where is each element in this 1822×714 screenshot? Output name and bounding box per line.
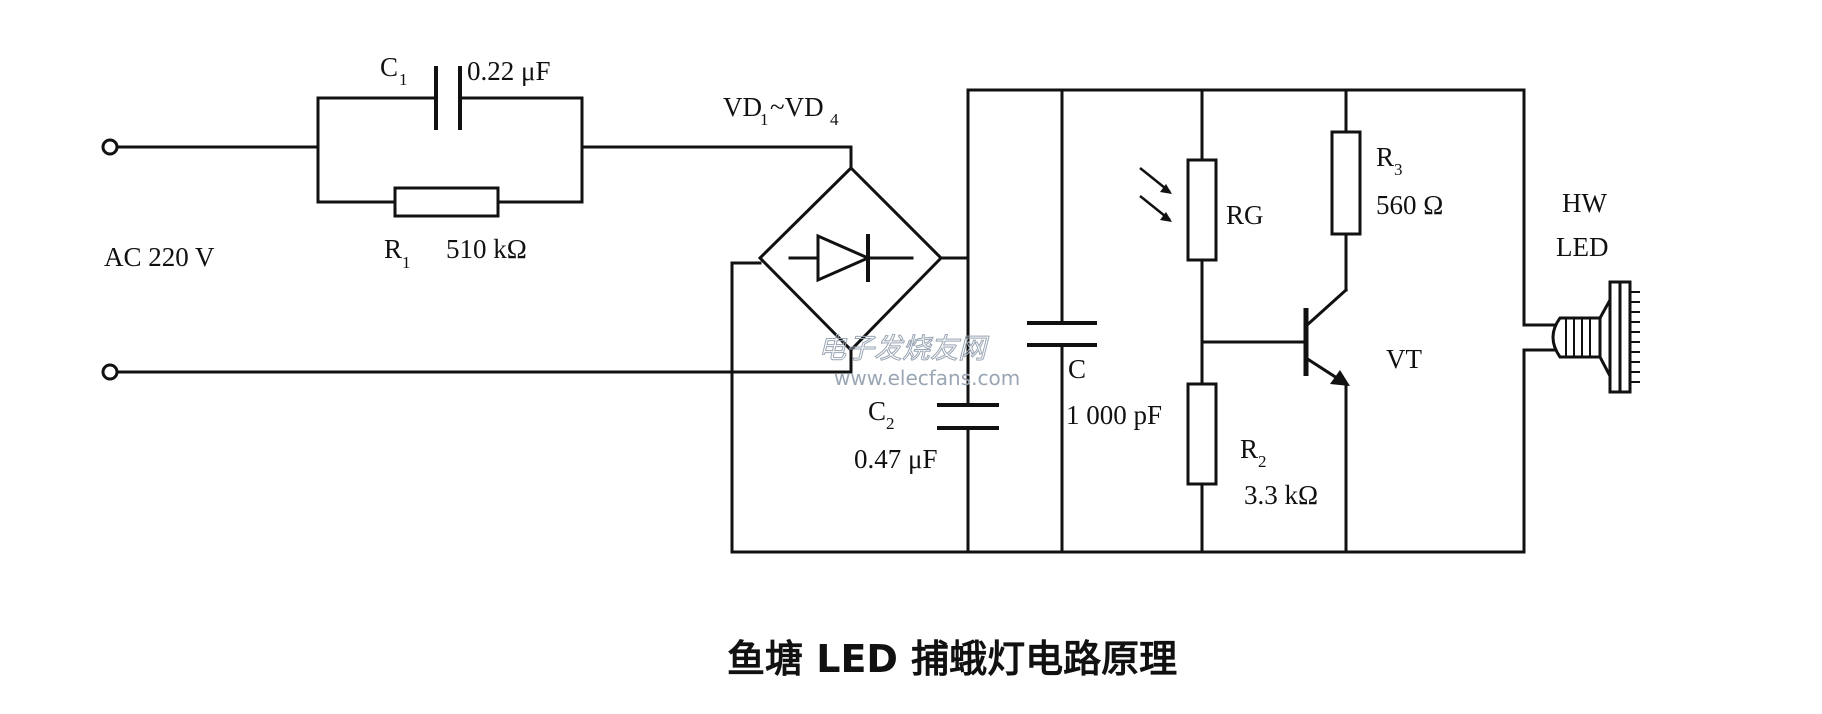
diode-symbol: [816, 233, 872, 283]
capacitor-c1: [434, 66, 462, 130]
photoresistor-rg: [1186, 158, 1218, 262]
c-label: C: [1068, 354, 1086, 384]
led-wires: [1522, 323, 1562, 352]
c1-value: 0.22 μF: [467, 56, 551, 86]
c2-value: 0.47 μF: [854, 444, 938, 474]
r3-label: R: [1376, 142, 1394, 172]
watermark-cn: 电子发烧友网: [818, 332, 990, 365]
watermark-url: www.elecfans.com: [834, 366, 1020, 390]
led-label-line2: LED: [1556, 232, 1608, 262]
ac-terminal-top: [101, 138, 119, 156]
r2-value: 3.3 kΩ: [1244, 480, 1318, 510]
resistor-r3: [1330, 130, 1362, 236]
r1-label: R: [384, 234, 402, 264]
c2-label: C: [868, 396, 886, 426]
r2-subscript: 2: [1258, 452, 1267, 471]
bridge-rectifier: [757, 165, 944, 353]
r2-label: R: [1240, 434, 1258, 464]
r1-value: 510 kΩ: [446, 234, 527, 264]
resistor-r1: [393, 186, 500, 218]
r3-transistor-branch: [1303, 88, 1362, 554]
rg-r2-branch: [1186, 88, 1308, 554]
c1-label: C: [380, 52, 398, 82]
input-wires: [115, 96, 853, 374]
r3-subscript: 3: [1394, 160, 1403, 179]
resistor-r2: [1186, 382, 1218, 486]
led-lamp-icon: [1551, 280, 1640, 394]
c2-subscript: 2: [886, 414, 895, 433]
component-labels: C 1 0.22 μF R 1 510 kΩ AC 220 V VD 1 ~VD…: [104, 52, 1608, 510]
diagram-caption: 鱼塘 LED 捕蛾灯电路原理: [727, 637, 1177, 681]
ac-terminal-bottom: [101, 363, 119, 381]
c1-subscript: 1: [399, 70, 408, 89]
light-arrows-icon: [1139, 167, 1172, 222]
r3-value: 560 Ω: [1376, 190, 1443, 220]
capacitor-c: [1027, 88, 1097, 554]
led-label-line1: HW: [1562, 188, 1607, 218]
emitter-arrow-icon: [1330, 370, 1350, 386]
vd-label-a: VD: [723, 92, 762, 122]
vd-label-b: ~VD: [770, 92, 824, 122]
vd-subscript-b: 4: [830, 110, 839, 129]
ac-source-label: AC 220 V: [104, 242, 215, 272]
vt-label: VT: [1386, 344, 1422, 374]
watermark: 电子发烧友网 www.elecfans.com: [818, 332, 1021, 391]
rg-label: RG: [1226, 200, 1264, 230]
vd-subscript-a: 1: [760, 110, 769, 129]
c-value: 1 000 pF: [1066, 400, 1162, 430]
r1-subscript: 1: [402, 253, 411, 272]
capacitor-c2: [937, 88, 999, 554]
